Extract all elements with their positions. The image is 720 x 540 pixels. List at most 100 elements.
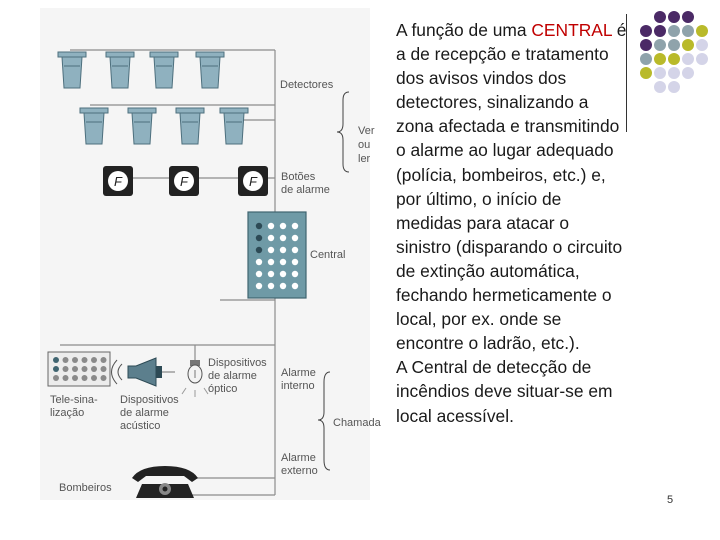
decorative-dot: [668, 53, 680, 65]
central-panel-icon: [247, 211, 307, 299]
decorative-dot: [696, 25, 708, 37]
label-ler: ler: [358, 153, 371, 165]
tele-indicator-dot: [81, 375, 88, 381]
decorative-dot: [682, 25, 694, 37]
tele-indicator-dot: [100, 357, 107, 363]
central-indicator-dot: [255, 246, 263, 254]
central-indicator-dot: [279, 282, 287, 290]
decorative-dot: [696, 39, 708, 51]
decorative-dot: [640, 53, 652, 65]
central-indicator-dot: [255, 258, 263, 266]
detector-icon: [195, 51, 225, 89]
label-disp-optico-line3: óptico: [208, 383, 237, 395]
decorative-dot: [654, 67, 666, 79]
decorative-dot: [682, 67, 694, 79]
decorative-dot: [682, 11, 694, 23]
tele-indicator-dot: [62, 375, 69, 381]
central-indicator-dot: [291, 222, 299, 230]
decorative-dot: [654, 25, 666, 37]
detector-icon: [57, 51, 87, 89]
text-highlight-central: CENTRAL: [531, 20, 612, 40]
decorative-dot: [640, 25, 652, 37]
central-indicator-dot: [279, 246, 287, 254]
telephone-icon: [132, 466, 198, 498]
brace-ver-ou-ler: [336, 91, 350, 173]
description-text: A função de uma CENTRAL é a de recepção …: [396, 18, 628, 428]
detectors-row-1: [57, 51, 225, 89]
central-indicator-dot: [267, 246, 275, 254]
label-bombeiros: Bombeiros: [59, 482, 112, 494]
central-indicator-dot: [255, 222, 263, 230]
central-indicator-dot: [279, 258, 287, 266]
detectors-row-2: [79, 107, 249, 145]
decorative-dot: [668, 39, 680, 51]
central-indicator-dot: [267, 258, 275, 266]
label-botoes-line2: de alarme: [281, 184, 330, 196]
brace-chamada: [317, 371, 331, 471]
central-indicator-dot: [291, 234, 299, 242]
tele-indicator-dot: [100, 366, 107, 372]
detector-icon: [219, 107, 249, 145]
label-disp-optico-line1: Dispositivos: [208, 357, 267, 369]
decorative-dot: [640, 39, 652, 51]
decorative-dot: [682, 39, 694, 51]
detector-icon: [175, 107, 205, 145]
detector-icon: [127, 107, 157, 145]
decorative-divider-line: [626, 14, 627, 132]
tele-indicator-dot: [72, 366, 78, 372]
tele-indicator-dot: [100, 375, 107, 381]
label-tele-line2: lização: [50, 407, 84, 419]
label-disp-acustico-line1: Dispositivos: [120, 394, 179, 406]
alarm-button-letter: F: [180, 174, 189, 189]
decorative-dot-grid: [640, 11, 708, 93]
label-central: Central: [310, 249, 345, 261]
decorative-dot: [668, 25, 680, 37]
tele-indicator-dot: [81, 366, 88, 372]
decorative-dot: [654, 11, 666, 23]
tele-signalization-panel-icon: [47, 351, 111, 387]
central-indicator-dot: [291, 282, 299, 290]
label-detectores: Detectores: [280, 79, 334, 91]
text-part-2: é a de recepção e tratamento dos avisos …: [396, 20, 627, 354]
tele-indicator-dot: [81, 357, 88, 363]
alarm-button-icon: F: [103, 166, 133, 196]
central-indicator-dot: [255, 270, 263, 278]
optical-alarm-icon: [181, 360, 209, 397]
tele-indicator-dot: [62, 357, 69, 363]
alarm-button-letter: F: [249, 174, 258, 189]
decorative-dot: [668, 11, 680, 23]
decorative-dot: [668, 67, 680, 79]
label-alarme-interno-line1: Alarme: [281, 367, 316, 379]
central-indicator-dot: [267, 222, 275, 230]
label-botoes-line1: Botões: [281, 171, 316, 183]
tele-indicator-dot: [53, 366, 59, 372]
alarm-button-letter: F: [114, 174, 123, 189]
central-indicator-dot: [279, 270, 287, 278]
central-indicator-dot: [255, 282, 263, 290]
tele-indicator-dot: [72, 357, 78, 363]
detector-icon: [105, 51, 135, 89]
central-indicator-dot: [279, 234, 287, 242]
tele-indicator-dot: [91, 366, 97, 372]
decorative-dot: [682, 53, 694, 65]
detector-icon: [79, 107, 109, 145]
decorative-dot: [654, 53, 666, 65]
text-part-3: A Central de detecção de incêndios deve …: [396, 357, 613, 426]
label-alarme-externo-line2: externo: [281, 465, 318, 477]
label-ver: Ver: [358, 125, 375, 137]
central-indicator-dot: [291, 246, 299, 254]
tele-indicator-dot: [72, 375, 78, 381]
label-disp-acustico-line3: acústico: [120, 420, 160, 432]
central-indicator-dot: [267, 234, 275, 242]
tele-indicator-dot: [91, 357, 97, 363]
tele-indicator-dot: [53, 357, 59, 363]
decorative-dot: [696, 53, 708, 65]
acoustic-alarm-icon: [111, 357, 162, 387]
central-indicator-dot: [279, 222, 287, 230]
label-alarme-interno-line2: interno: [281, 380, 315, 392]
tele-indicator-dot: [62, 366, 69, 372]
label-alarme-externo-line1: Alarme: [281, 452, 316, 464]
label-chamada: Chamada: [333, 417, 382, 429]
central-indicator-dot: [255, 234, 263, 242]
